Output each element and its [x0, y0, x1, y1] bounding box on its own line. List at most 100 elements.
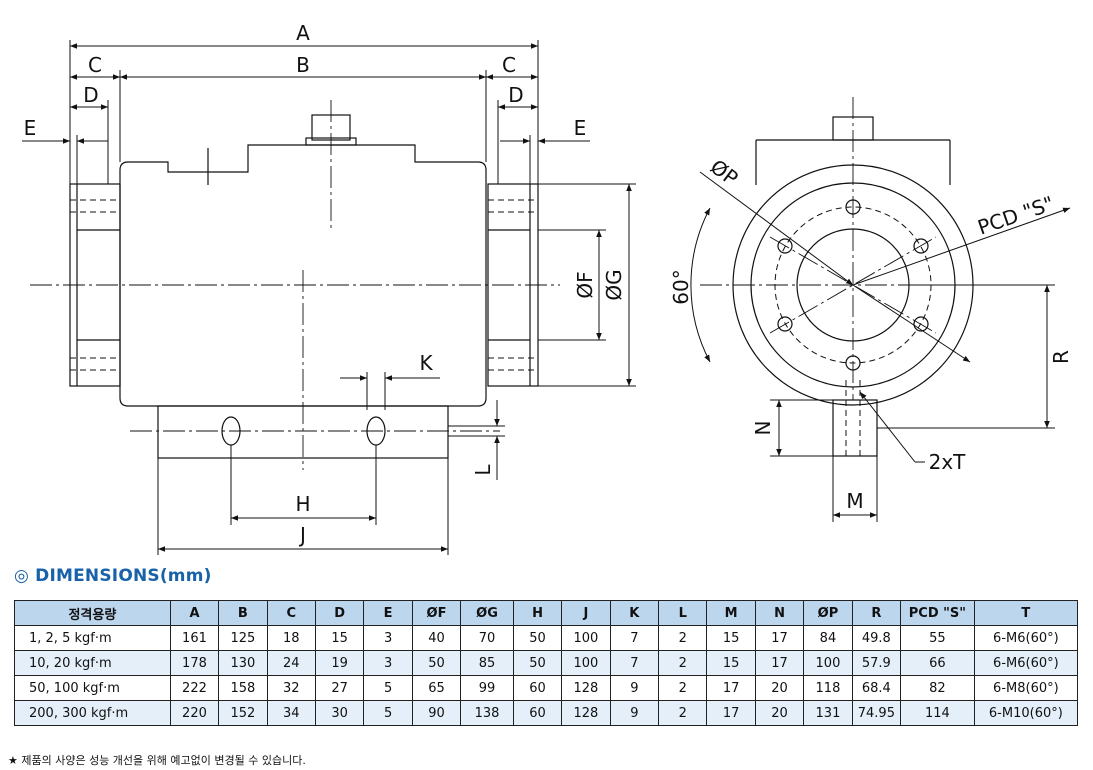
dimension-cell: 2 [658, 650, 708, 676]
dimension-cell: 99 [460, 675, 514, 701]
dim-label-h: H [295, 492, 310, 516]
dimension-cell: 6-M10(60°) [973, 700, 1079, 726]
dimension-cell: 161 [169, 625, 220, 651]
dimension-cell: 7 [609, 625, 660, 651]
dim-label-angle: 60° [669, 269, 693, 304]
dimension-cell: 152 [218, 700, 268, 726]
column-header: B [218, 600, 268, 626]
column-header: M [706, 600, 756, 626]
dimension-cell: 100 [561, 650, 611, 676]
column-header: E [363, 600, 413, 626]
dimension-cell: 128 [561, 700, 611, 726]
dimension-cell: 19 [314, 650, 365, 676]
capacity-cell: 200, 300 kgf·m [14, 700, 171, 726]
dimension-cell: 17 [706, 700, 756, 726]
dimension-cell: 138 [460, 700, 514, 726]
dimension-cell: 24 [266, 650, 316, 676]
column-header: ØF [411, 600, 462, 626]
dim-label-c-right: C [502, 53, 516, 77]
dimension-cell: 66 [900, 650, 975, 676]
dim-label-p: ØP [706, 154, 743, 190]
dimension-cell: 70 [460, 625, 514, 651]
dimension-cell: 18 [266, 625, 316, 651]
dim-label-k: K [419, 351, 433, 375]
dim-label-b: B [296, 53, 310, 77]
dimension-cell: 131 [803, 700, 853, 726]
dim-label-pcd: PCD "S" [975, 191, 1057, 239]
dim-label-e-left: E [24, 116, 37, 140]
dimension-cell: 5 [363, 675, 413, 701]
dimension-cell: 82 [900, 675, 975, 701]
capacity-cell: 10, 20 kgf·m [14, 650, 171, 676]
dim-label-g: ØG [602, 269, 626, 300]
disclaimer-note: ★ 제품의 사양은 성능 개선을 위해 예고없이 변경될 수 있습니다. [8, 754, 306, 767]
dimension-cell: 9 [609, 700, 660, 726]
dimension-cell: 20 [754, 675, 805, 701]
dimension-cell: 50 [512, 650, 563, 676]
dimension-cell: 9 [609, 675, 660, 701]
dimension-cell: 128 [561, 675, 611, 701]
dim-label-r: R [1049, 350, 1073, 364]
dimension-cell: 40 [411, 625, 462, 651]
dimension-cell: 90 [411, 700, 462, 726]
dimension-cell: 2 [658, 675, 708, 701]
column-header: 정격용량 [14, 600, 171, 626]
dimension-cell: 55 [900, 625, 975, 651]
dim-label-a: A [296, 21, 310, 45]
capacity-cell: 1, 2, 5 kgf·m [14, 625, 171, 651]
dimension-cell: 60 [512, 675, 563, 701]
dimension-cell: 17 [706, 675, 756, 701]
column-header: A [169, 600, 220, 626]
dimension-cell: 65 [411, 675, 462, 701]
dimension-cell: 6-M8(60°) [973, 675, 1079, 701]
dimension-cell: 50 [512, 625, 563, 651]
dimension-cell: 15 [314, 625, 365, 651]
dim-label-n: N [751, 421, 775, 436]
dimension-cell: 15 [706, 650, 756, 676]
dimension-cell: 20 [754, 700, 805, 726]
dimensions-heading: ◎ DIMENSIONS(mm) [14, 566, 212, 586]
dimension-cell: 6-M6(60°) [973, 650, 1079, 676]
dim-label-f: ØF [573, 271, 597, 298]
column-header: R [851, 600, 902, 626]
technical-drawing: A C B C D D E E ØF ØG K L H J [22, 21, 1073, 555]
capacity-cell: 50, 100 kgf·m [14, 675, 171, 701]
front-view-dimension-lines [22, 40, 636, 555]
dimension-cell: 130 [218, 650, 268, 676]
column-header: PCD "S" [900, 600, 975, 626]
dimension-cell: 2 [658, 625, 708, 651]
dimension-cell: 15 [706, 625, 756, 651]
column-header: ØG [460, 600, 514, 626]
dimension-cell: 60 [512, 700, 563, 726]
column-header: H [512, 600, 563, 626]
dimension-cell: 27 [314, 675, 365, 701]
dimension-cell: 34 [266, 700, 316, 726]
front-view [69, 114, 539, 459]
dimension-cell: 17 [754, 625, 805, 651]
column-header: N [754, 600, 805, 626]
column-header: T [973, 600, 1079, 626]
dimension-cell: 3 [363, 650, 413, 676]
side-view-dimension-lines [690, 171, 1071, 522]
dimension-cell: 3 [363, 625, 413, 651]
dim-label-j: J [298, 523, 306, 547]
column-header: D [314, 600, 365, 626]
dimension-cell: 49.8 [851, 625, 902, 651]
dimension-cell: 7 [609, 650, 660, 676]
dim-label-t: 2xT [929, 450, 967, 474]
dimension-cell: 2 [658, 700, 708, 726]
dimension-cell: 17 [754, 650, 805, 676]
dimension-cell: 125 [218, 625, 268, 651]
dimension-cell: 32 [266, 675, 316, 701]
dimension-cell: 68.4 [851, 675, 902, 701]
dim-label-l: L [471, 464, 495, 476]
column-header: ØP [803, 600, 853, 626]
dimension-cell: 114 [900, 700, 975, 726]
dimension-cell: 6-M6(60°) [973, 625, 1079, 651]
